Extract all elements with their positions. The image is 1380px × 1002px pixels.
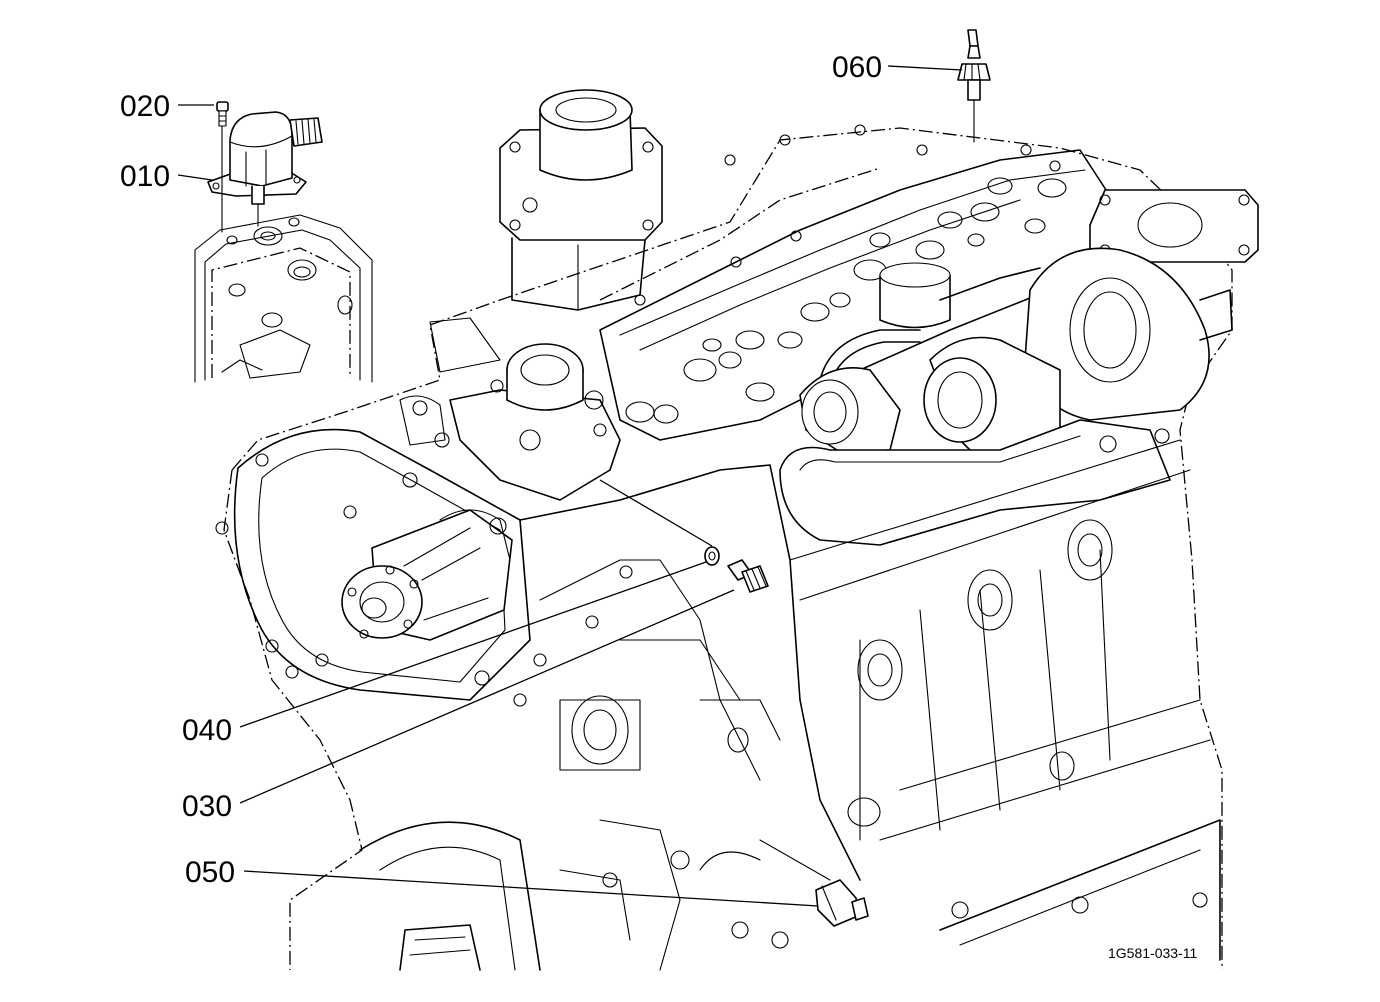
leader-050 xyxy=(243,870,819,907)
sensor-050-part xyxy=(759,839,869,927)
drawing-reference-number: 1G581-033-11 xyxy=(1108,945,1197,961)
callout-060: 060 xyxy=(832,51,882,84)
bolt-020-part xyxy=(216,101,229,233)
washer-040-part xyxy=(704,546,720,566)
sensor-010-part xyxy=(207,111,323,227)
sensor-060-part xyxy=(957,29,991,143)
switch-030-part xyxy=(727,559,769,593)
callout-040: 040 xyxy=(182,714,232,747)
detail-inset-head-section xyxy=(194,214,373,383)
leader-040 xyxy=(239,561,707,728)
callout-050: 050 xyxy=(185,856,235,889)
callout-020: 020 xyxy=(120,90,170,123)
leader-010 xyxy=(177,174,213,181)
leader-060 xyxy=(887,65,963,71)
engine-block xyxy=(215,89,1259,971)
assembly-line-030-040 xyxy=(599,479,713,547)
leader-030 xyxy=(239,589,735,804)
head-ports xyxy=(625,124,1067,424)
callout-030: 030 xyxy=(182,790,232,823)
callout-010: 010 xyxy=(120,160,170,193)
